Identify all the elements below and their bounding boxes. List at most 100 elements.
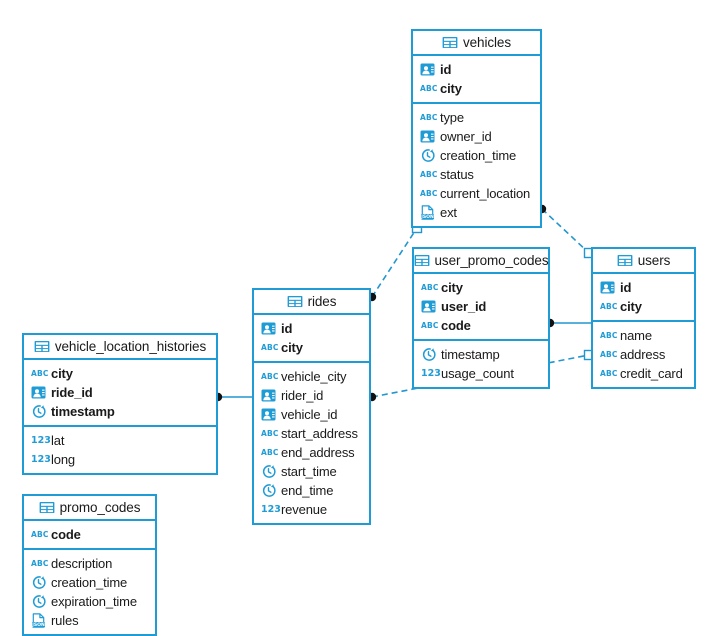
entity-header-vehicle_location_histories[interactable]: vehicle_location_histories: [24, 335, 216, 360]
field-creation_time[interactable]: creation_time: [24, 573, 155, 592]
relationship-upc-users[interactable]: [545, 318, 591, 328]
field-timestamp[interactable]: timestamp: [414, 345, 548, 364]
abc-string-icon: ABC: [600, 301, 618, 311]
abc-string-icon: ABC: [31, 368, 49, 378]
entity-header-promo_codes[interactable]: promo_codes: [24, 496, 155, 521]
uuid-key-icon: [421, 299, 436, 314]
field-rider_id[interactable]: rider_id: [254, 386, 369, 405]
clock-timestamp-icon: [261, 464, 276, 479]
entity-title: user_promo_codes: [434, 253, 549, 268]
field-owner_id[interactable]: owner_id: [413, 127, 540, 146]
field-ride_id[interactable]: ride_id: [24, 383, 216, 402]
field-label: user_id: [441, 299, 487, 314]
field-expiration_time[interactable]: expiration_time: [24, 592, 155, 611]
field-timestamp[interactable]: timestamp: [24, 402, 216, 421]
field-label: timestamp: [441, 347, 500, 362]
field-label: end_address: [281, 445, 355, 460]
table-icon: [617, 253, 633, 268]
entity-header-vehicles[interactable]: vehicles: [413, 31, 540, 56]
svg-text:JSON: JSON: [420, 214, 434, 220]
abc-string-icon: ABC: [261, 447, 279, 457]
field-user_id[interactable]: user_id: [414, 297, 548, 316]
field-label: start_address: [281, 426, 358, 441]
clock-timestamp-icon: [31, 575, 46, 590]
uuid-key-icon: [261, 407, 276, 422]
field-label: creation_time: [440, 148, 517, 163]
entity-header-rides[interactable]: rides: [254, 290, 369, 315]
field-label: long: [51, 452, 75, 467]
entity-title: rides: [307, 294, 337, 309]
entity-title: users: [637, 253, 671, 268]
clock-timestamp-icon: [420, 148, 435, 163]
field-label: id: [440, 62, 452, 77]
field-label: city: [440, 81, 462, 96]
entity-header-user_promo_codes[interactable]: user_promo_codes: [414, 249, 549, 274]
table-icon: [414, 253, 429, 268]
abc-string-icon: ABC: [261, 342, 279, 352]
field-id[interactable]: id: [254, 319, 369, 338]
field-label: code: [441, 318, 471, 333]
abc-string-icon: ABC: [420, 112, 438, 122]
clock-timestamp-icon: [421, 347, 436, 362]
123-number-icon: 123: [31, 453, 51, 465]
field-label: rider_id: [281, 388, 324, 403]
entity-header-users[interactable]: users: [593, 249, 694, 274]
field-creation_time[interactable]: creation_time: [413, 146, 540, 165]
field-id[interactable]: id: [413, 60, 540, 79]
field-label: description: [51, 556, 113, 571]
abc-string-icon: ABC: [420, 169, 438, 179]
field-label: expiration_time: [51, 594, 137, 609]
field-label: ride_id: [51, 385, 93, 400]
field-label: city: [51, 366, 73, 381]
abc-string-icon: ABC: [600, 330, 618, 340]
field-end_time[interactable]: end_time: [254, 481, 369, 500]
field-label: timestamp: [51, 404, 115, 419]
field-vehicle_id[interactable]: vehicle_id: [254, 405, 369, 424]
123-number-icon: 123: [421, 367, 441, 379]
field-label: name: [620, 328, 652, 343]
table-icon: [34, 339, 50, 354]
field-label: rules: [51, 613, 79, 628]
relationship-vlh-rides[interactable]: [213, 392, 252, 402]
table-icon: [287, 294, 303, 309]
abc-string-icon: ABC: [420, 188, 438, 198]
field-start_time[interactable]: start_time: [254, 462, 369, 481]
field-id[interactable]: id: [593, 278, 694, 297]
abc-string-icon: ABC: [420, 83, 438, 93]
